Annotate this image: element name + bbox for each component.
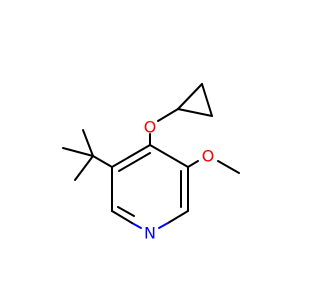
bond-c2-n	[167, 210, 189, 224]
bond-n-segment-left	[131, 222, 142, 229]
bond-oxygen-methyl	[217, 160, 240, 174]
bond-c3-oxygen	[187, 160, 199, 168]
bond-quaternary-methyl-bottom	[74, 155, 94, 181]
bond-quaternary-methyl-left	[62, 147, 94, 157]
structure-canvas: O O N	[62, 83, 240, 243]
atom-nitrogen-ring: N	[144, 224, 156, 243]
bond-c5-c4-double	[118, 152, 151, 172]
bond-n-c6	[111, 210, 133, 224]
atom-oxygen-cyclopropoxy: O	[144, 118, 157, 137]
bond-cyclopropyl-1-2	[177, 83, 203, 110]
molecule-diagram: O O N	[62, 83, 240, 243]
bond-c5-c4	[111, 144, 151, 168]
pyridine-ring	[111, 144, 189, 229]
bond-cyclopropyl-3-1	[177, 108, 213, 117]
bond-n-c6-double	[117, 206, 135, 217]
bond-c4-c3	[149, 144, 189, 168]
cyclopropoxy-group	[149, 83, 213, 146]
bond-cyclopropyl-2-3	[201, 83, 213, 117]
bond-n-segment-right	[158, 222, 169, 229]
bond-c5-quaternary	[92, 155, 113, 168]
tert-butyl-group	[62, 129, 113, 181]
bond-oxygen-cyclopropyl	[157, 108, 179, 122]
bond-quaternary-methyl-top	[82, 129, 94, 157]
methoxy-group	[187, 160, 240, 174]
atom-oxygen-methoxy: O	[202, 147, 215, 166]
